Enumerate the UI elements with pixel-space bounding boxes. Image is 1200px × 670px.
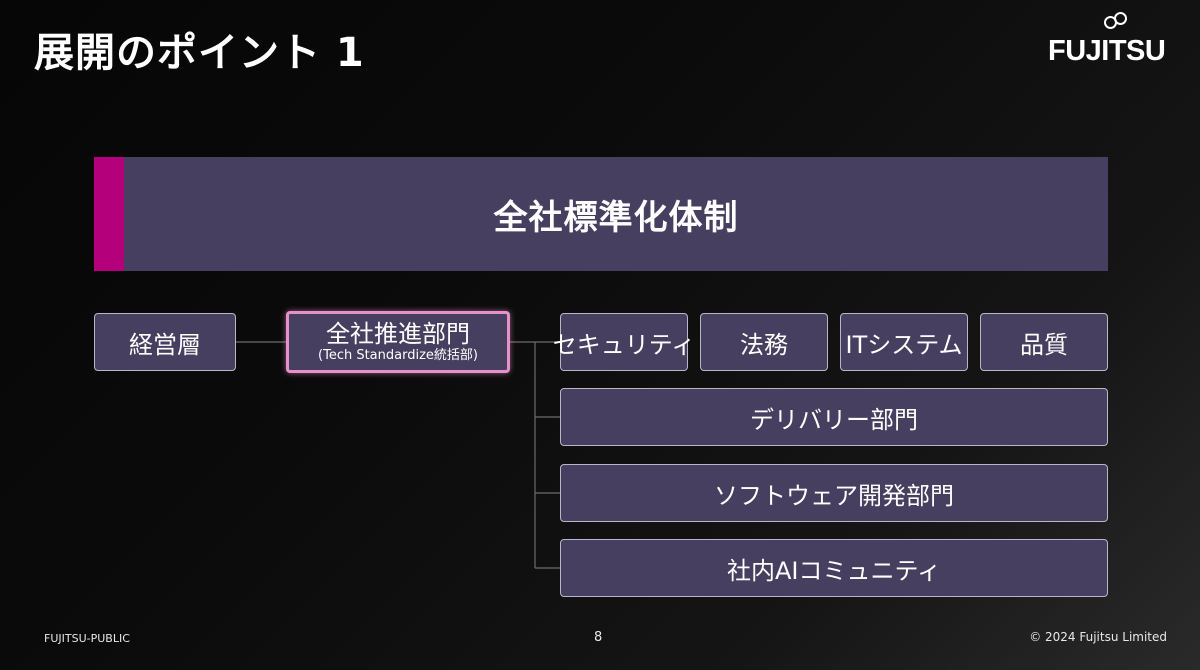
node-security: セキュリティ xyxy=(553,313,695,371)
node-label: ITシステム xyxy=(845,330,963,359)
logo-ring-icon xyxy=(1114,12,1127,25)
banner-accent-bar xyxy=(94,157,124,271)
node-company-promotion: 全社推進部門 (Tech Standardize統括部) xyxy=(286,311,510,373)
banner-title: 全社標準化体制 xyxy=(493,197,739,238)
node-label: デリバリー部門 xyxy=(750,405,918,434)
node-management: 経営層 xyxy=(94,313,236,371)
logo-text: FUJITSU xyxy=(1048,35,1166,67)
fujitsu-logo: FUJITSU xyxy=(1046,12,1166,72)
node-sublabel: (Tech Standardize統括部) xyxy=(318,347,478,363)
node-label: 全社推進部門 xyxy=(326,319,470,348)
node-legal: 法務 xyxy=(700,313,828,371)
node-delivery: デリバリー部門 xyxy=(560,388,1108,446)
classification-label: FUJITSU-PUBLIC xyxy=(44,632,130,645)
node-label: 法務 xyxy=(740,330,788,359)
node-label: 社内AIコミュニティ xyxy=(726,556,942,585)
copyright: © 2024 Fujitsu Limited xyxy=(1029,630,1167,644)
node-it-system: ITシステム xyxy=(840,313,968,371)
node-software-dev: ソフトウェア開発部門 xyxy=(560,464,1108,522)
banner: 全社標準化体制 xyxy=(94,157,1108,271)
node-label: ソフトウェア開発部門 xyxy=(714,481,954,510)
node-label: 経営層 xyxy=(129,330,201,359)
page-number: 8 xyxy=(594,630,603,645)
node-ai-community: 社内AIコミュニティ xyxy=(560,539,1108,597)
slide-title: 展開のポイント 1 xyxy=(34,30,365,76)
node-quality: 品質 xyxy=(980,313,1108,371)
node-label: 品質 xyxy=(1020,330,1068,359)
node-label: セキュリティ xyxy=(552,330,696,359)
